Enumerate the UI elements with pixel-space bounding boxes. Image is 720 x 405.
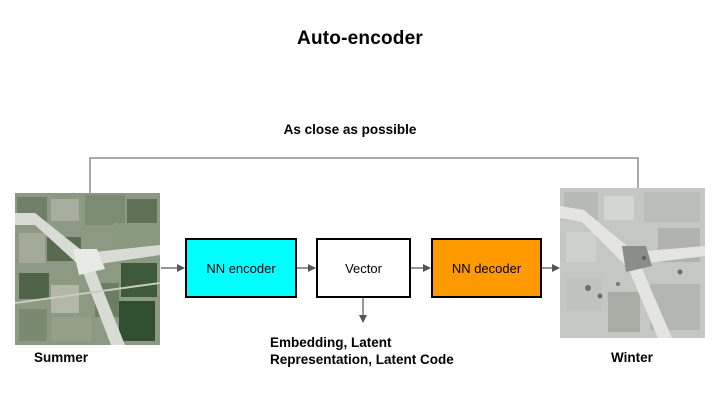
vector-block: Vector (316, 238, 411, 298)
summer-satellite-image (15, 193, 160, 345)
winter-satellite-image (560, 188, 705, 338)
nn-decoder-label: NN decoder (451, 260, 522, 276)
embedding-annotation-line1: Embedding, Latent (270, 335, 392, 350)
vector-label: Vector (345, 260, 382, 276)
nn-encoder-label: NN encoder (206, 260, 276, 276)
comparison-label: As close as possible (283, 122, 417, 137)
winter-label: Winter (611, 350, 653, 365)
diagram-title: Auto-encoder (297, 28, 423, 49)
embedding-annotation-line2: Representation, Latent Code (270, 352, 454, 367)
nn-encoder-block: NN encoder (185, 238, 297, 298)
comparison-bracket (89, 157, 639, 194)
summer-label: Summer (34, 350, 89, 365)
nn-decoder-block: NN decoder (431, 238, 542, 298)
embedding-annotation: Embedding, Latent Representation, Latent… (270, 334, 454, 368)
